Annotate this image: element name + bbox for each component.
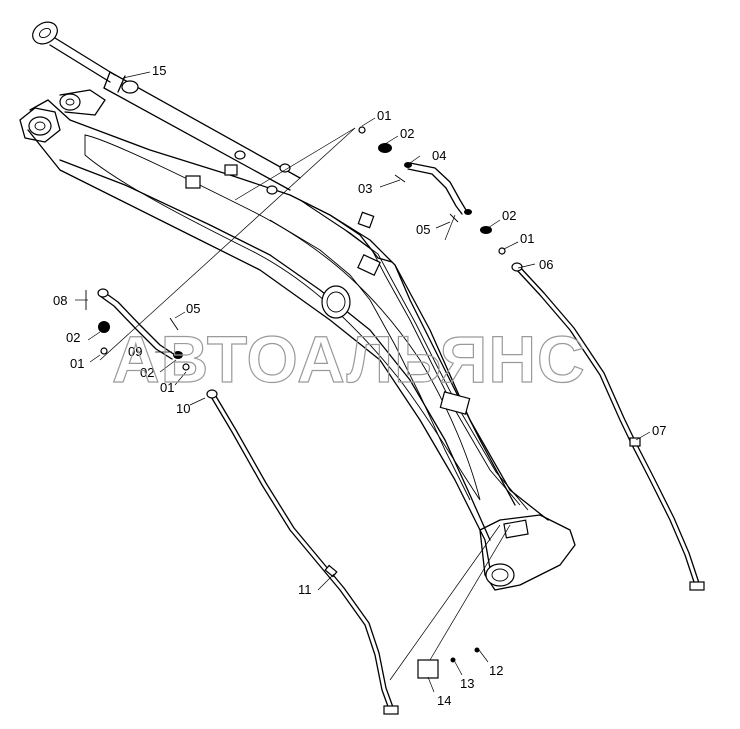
- leader-lines: [75, 71, 651, 693]
- callout-02-mid: 02: [140, 365, 154, 380]
- callout-05-right: 05: [416, 222, 430, 237]
- arm-boom: [19, 99, 576, 591]
- callout-07: 07: [652, 423, 666, 438]
- callout-10: 10: [176, 401, 190, 416]
- callout-09: 09: [128, 344, 142, 359]
- callout-14: 14: [437, 693, 451, 708]
- watermark-text: АВТОАЛЬЯНС: [112, 322, 586, 396]
- callout-15: 15: [152, 63, 166, 78]
- callout-labels: 15 01 02 04 03 05 02 01 06 07 08 05 02 0…: [53, 63, 666, 708]
- callout-03: 03: [358, 181, 372, 196]
- bracket-parts: [417, 647, 480, 679]
- callout-02-top: 02: [400, 126, 414, 141]
- callout-12: 12: [489, 663, 503, 678]
- callout-01-mid: 01: [160, 380, 174, 395]
- callout-05-left: 05: [186, 301, 200, 316]
- callout-11: 11: [298, 582, 312, 597]
- pipe-left: [85, 288, 399, 715]
- pipe-right: [358, 126, 705, 591]
- callout-02-left: 02: [66, 330, 80, 345]
- callout-04: 04: [432, 148, 446, 163]
- callout-08: 08: [53, 293, 67, 308]
- callout-01-right: 01: [520, 231, 534, 246]
- callout-02-right: 02: [502, 208, 516, 223]
- callout-06: 06: [539, 257, 553, 272]
- hydraulic-cylinder: [32, 21, 301, 195]
- callout-01-top: 01: [377, 108, 391, 123]
- callout-13: 13: [460, 676, 474, 691]
- callout-01-left: 01: [70, 356, 84, 371]
